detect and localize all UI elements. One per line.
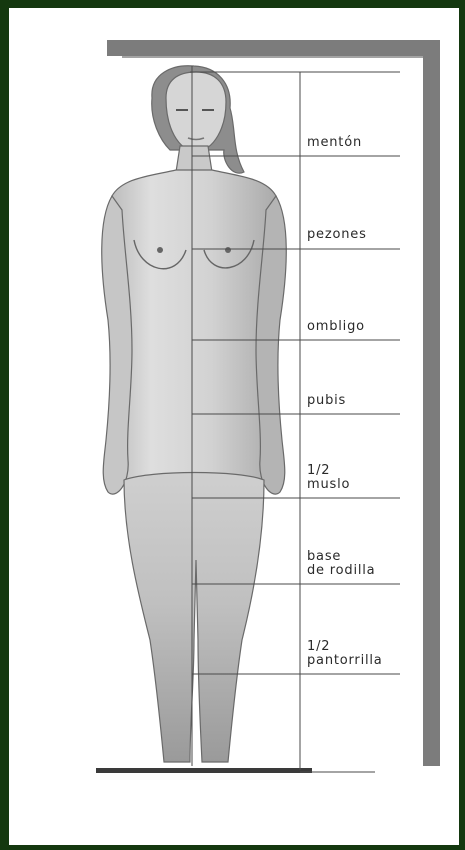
label-menton: mentón (307, 136, 362, 150)
label-media-pantorrilla: 1/2 pantorrilla (307, 640, 383, 668)
ground-line (96, 768, 312, 773)
label-medio-muslo: 1/2 muslo (307, 464, 350, 492)
neck (176, 146, 212, 172)
legs (124, 473, 264, 763)
label-base-rodilla: base de rodilla (307, 550, 375, 578)
label-pezones: pezones (307, 228, 367, 242)
torso (108, 170, 281, 480)
label-pubis: pubis (307, 394, 346, 408)
label-ombligo: ombligo (307, 320, 365, 334)
